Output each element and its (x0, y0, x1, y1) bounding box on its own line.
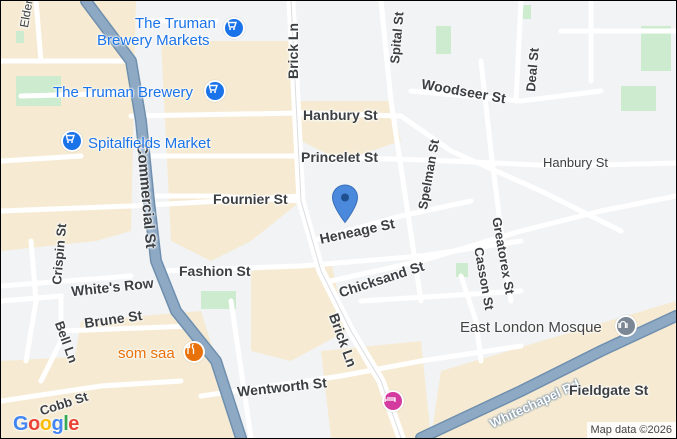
poi-label-truman-markets-2[interactable]: Brewery Markets (97, 32, 210, 49)
shopping-cart-icon[interactable] (223, 17, 245, 39)
poi-label-east-london-mosque[interactable]: East London Mosque (460, 319, 602, 336)
shopping-cart-icon[interactable] (61, 130, 83, 152)
fork-knife-icon[interactable] (183, 341, 205, 363)
bed-icon[interactable] (382, 390, 404, 412)
poi-label-truman-markets-1[interactable]: The Truman (135, 15, 216, 32)
street-label-princelet: Princelet St (301, 149, 379, 165)
street-label-brick-ln-top: Brick Ln (285, 22, 301, 79)
poi-label-som-saa[interactable]: som saa (118, 345, 175, 362)
parks (16, 5, 671, 309)
street-label-hanbury-east: Hanbury St (543, 155, 609, 170)
poi-label-truman-brewery[interactable]: The Truman Brewery (53, 84, 194, 101)
street-label-hanbury-main: Hanbury St (303, 107, 378, 123)
commercial-st-road (81, 1, 246, 438)
poi-label-spitalfields[interactable]: Spitalfields Market (88, 135, 211, 152)
street-label-fieldgate: Fieldgate St (569, 382, 649, 398)
map-attribution[interactable]: Map data ©2026 (586, 422, 676, 438)
location-pin-icon[interactable] (330, 184, 360, 224)
shopping-cart-icon[interactable] (204, 80, 226, 102)
whitechapel-rd-road (416, 311, 676, 438)
street-label-fournier: Fournier St (213, 191, 288, 207)
street-label-fashion: Fashion St (179, 263, 251, 279)
google-logo: Google (13, 413, 79, 435)
brick-lane-edge (290, 1, 402, 438)
mosque-icon[interactable] (615, 315, 637, 337)
